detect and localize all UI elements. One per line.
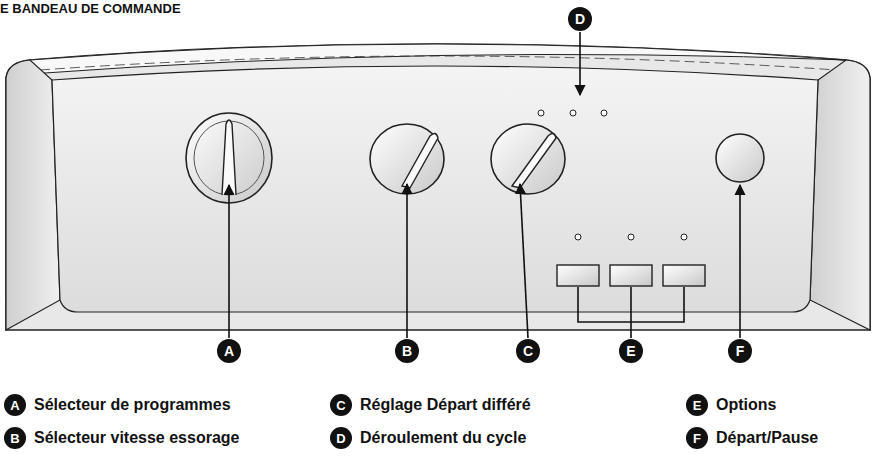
callout-circle: A xyxy=(217,339,241,363)
options-bracket xyxy=(578,287,684,338)
callout-letter: D xyxy=(330,427,352,449)
leader-arrow xyxy=(520,184,528,338)
callout-letter: F xyxy=(686,427,708,449)
start-pause-button xyxy=(716,134,764,182)
legend-entry: E Options xyxy=(686,394,776,416)
part-name: Sélecteur vitesse essorage xyxy=(34,429,239,447)
callout-circle: D xyxy=(568,7,592,31)
callout-letter: E xyxy=(626,344,635,358)
cycle-led xyxy=(601,110,607,116)
cycle-led xyxy=(538,110,544,116)
part-name: Déroulement du cycle xyxy=(360,429,526,447)
panel-face xyxy=(52,66,818,312)
leader-arrow xyxy=(228,185,230,338)
option-led xyxy=(681,234,687,240)
spin-knob-grip xyxy=(402,133,438,188)
callout-letter: C xyxy=(330,394,352,416)
option-button xyxy=(663,265,705,286)
callout-circle: F xyxy=(728,339,752,363)
program-knob-grip xyxy=(222,120,236,195)
leader-arrow xyxy=(579,32,581,95)
legend-entry: B Sélecteur vitesse essorage xyxy=(4,427,239,449)
delay-knob xyxy=(491,124,565,194)
legend-entry: A Sélecteur de programmes xyxy=(4,394,231,416)
callout-circle: B xyxy=(395,339,419,363)
leader-arrow xyxy=(739,185,741,338)
callout-letter: C xyxy=(523,344,533,358)
option-button xyxy=(557,265,599,286)
legend-entry: C Réglage Départ différé xyxy=(330,394,531,416)
part-name: Options xyxy=(716,396,776,414)
cycle-led xyxy=(570,110,576,116)
callout-letter: B xyxy=(4,427,26,449)
callout-letter: F xyxy=(736,344,745,358)
part-name: Sélecteur de programmes xyxy=(34,396,231,414)
heading: E BANDEAU DE COMMANDE xyxy=(0,1,181,16)
legend-entry: F Départ/Pause xyxy=(686,427,818,449)
callout-letter: B xyxy=(402,344,412,358)
callout-letter: D xyxy=(575,12,585,26)
part-name: Réglage Départ différé xyxy=(360,396,531,414)
callout-circle: E xyxy=(619,339,643,363)
legend-entry: D Déroulement du cycle xyxy=(330,427,526,449)
panel-left-side xyxy=(6,60,60,330)
option-led xyxy=(575,234,581,240)
delay-knob-grip xyxy=(512,133,556,188)
part-name: Départ/Pause xyxy=(716,429,818,447)
program-knob-inner xyxy=(194,121,264,195)
option-button xyxy=(610,265,652,286)
callout-letter: E xyxy=(686,394,708,416)
panel-right-side xyxy=(810,60,870,330)
leader-arrow xyxy=(406,184,408,338)
callout-letter: A xyxy=(224,344,234,358)
spin-knob xyxy=(370,124,444,194)
callout-circle: C xyxy=(516,339,540,363)
callout-letter: A xyxy=(4,394,26,416)
option-led xyxy=(628,234,634,240)
